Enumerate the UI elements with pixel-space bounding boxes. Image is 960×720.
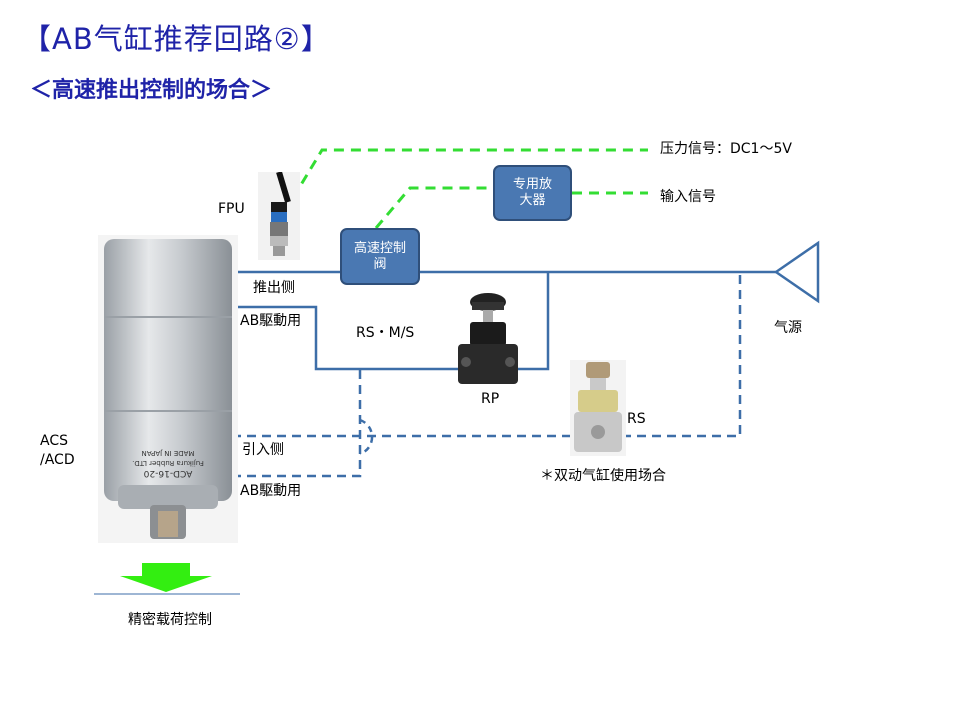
rs-regulator-image — [570, 360, 626, 456]
load-arrow — [120, 563, 212, 592]
page-subtitle: ＜高速推出控制的场合＞ — [30, 78, 273, 103]
ab-drive-top-line — [232, 272, 550, 371]
rp-label: RP — [481, 391, 500, 407]
high-speed-control-valve: 高速控制 阀 — [340, 228, 420, 285]
rs-label: RS — [627, 411, 646, 427]
ab-drive-bottom-label: AB駆動用 — [240, 483, 302, 499]
amplifier-output-line — [374, 186, 494, 229]
line-crossover — [359, 418, 374, 456]
cylinder-origin-text: MADE IN JAPAN — [141, 449, 195, 457]
rs-ms-label: RS・M/S — [356, 325, 415, 341]
pull-side-label: 引入侧 — [242, 442, 284, 458]
acs-acd-label: ACS /ACD — [40, 433, 75, 468]
push-side-label: 推出侧 — [253, 280, 295, 296]
dedicated-amplifier: 专用放 大器 — [493, 165, 572, 221]
air-source-label: 气源 — [774, 320, 802, 336]
pressure-signal-line — [291, 148, 648, 199]
ab-drive-top-label: AB駆動用 — [240, 313, 302, 329]
ab-cylinder-image: ACD-16-20 Fujikura Rubber LTD. MADE IN J… — [98, 235, 238, 543]
air-source-symbol — [773, 240, 820, 304]
ab-drive-bottom-line — [232, 369, 362, 478]
pressure-signal-label: 压力信号：DC1～5V — [660, 141, 792, 157]
input-signal-label: 输入信号 — [660, 189, 716, 205]
fpu-label: FPU — [218, 201, 245, 217]
rp-regulator-image — [456, 290, 520, 390]
cylinder-model-text: ACD-16-20 — [143, 468, 193, 478]
precision-load-label: 精密载荷控制 — [128, 612, 212, 628]
cylinder-label: ACD-16-20 Fujikura Rubber LTD. MADE IN J… — [128, 430, 208, 478]
cylinder-maker-text: Fujikura Rubber LTD. — [132, 459, 204, 467]
fpu-sensor-image — [258, 171, 300, 260]
pull-side-line — [232, 272, 742, 438]
page-title: 【AB气缸推荐回路②】 — [22, 22, 331, 56]
double-acting-note: ＊双动气缸使用场合 — [540, 468, 666, 484]
